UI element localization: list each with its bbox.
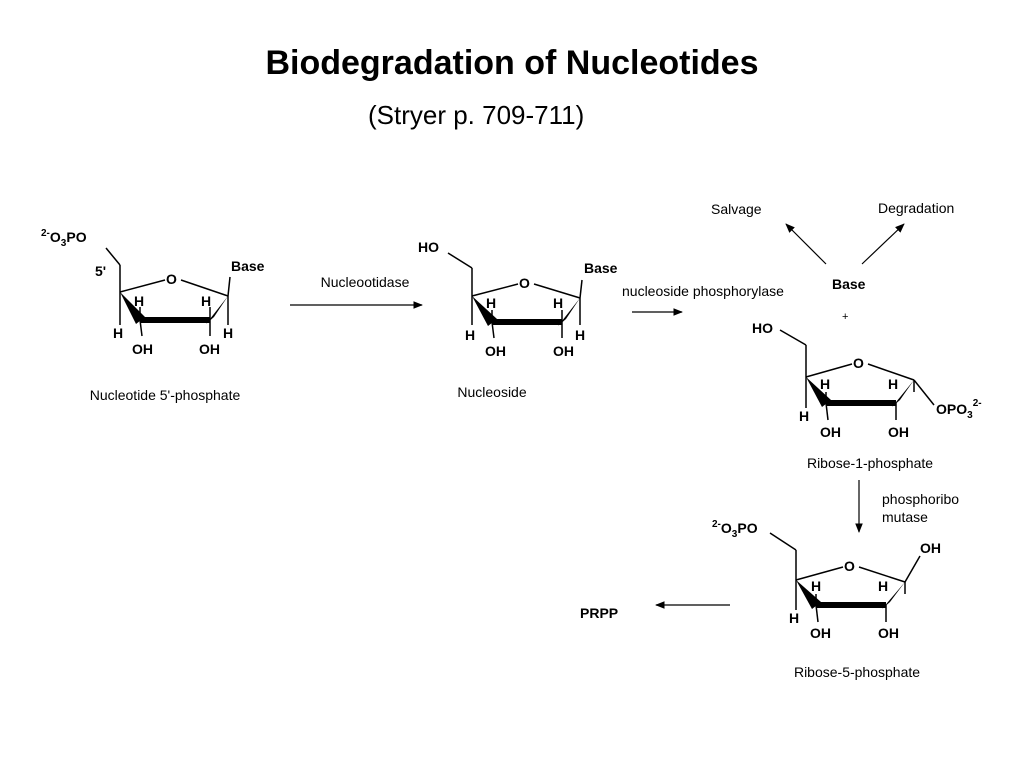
h-atom: H [811, 578, 821, 594]
h-atom: H [888, 376, 898, 392]
salvage-label: Salvage [711, 201, 762, 217]
ring-oxygen: O [853, 355, 864, 371]
h-atom: H [799, 408, 809, 424]
ribose-5-phosphate-structure: O OH H H H OH OH 2-O3PO Ribose-5-phospha… [712, 519, 941, 680]
h-atom: H [134, 293, 144, 309]
enzyme-mutase-line2: mutase [882, 509, 928, 525]
wedge-bond-right [892, 380, 914, 407]
free-base-label: Base [832, 276, 866, 292]
oh-group: OH [888, 424, 909, 440]
oh-group: OH [820, 424, 841, 440]
wedge-bond-left [806, 377, 831, 407]
ring-bonds [779, 329, 935, 421]
five-prime-label: 5' [95, 263, 106, 279]
prpp-label: PRPP [580, 605, 618, 621]
wedge-bond-right [206, 296, 228, 324]
enzyme-nucleotidase: Nucleootidase [321, 274, 410, 290]
plus-sign: + [842, 311, 848, 323]
h-atom: H [201, 293, 211, 309]
oh-group: OH [199, 341, 220, 357]
oh-group: OH [878, 625, 899, 641]
arrow-degradation [861, 223, 905, 265]
oh-group: OH [553, 343, 574, 359]
base-label: Base [231, 258, 265, 274]
page-title: Biodegradation of Nucleotides [265, 44, 759, 82]
ho-group: HO [418, 239, 439, 255]
nucleotide-structure: O Base H H H H OH OH 5' 2-O3PO Nucleotid… [41, 228, 265, 403]
oh-group: OH [485, 343, 506, 359]
ribose-1-phosphate-structure: O HO H H H OH OH OPO32- Ribose-1-phospha… [752, 320, 982, 471]
base-label: Base [584, 260, 618, 276]
wedge-bond-left [472, 296, 497, 326]
wedge-bond-right [558, 298, 580, 326]
ring-bonds [769, 532, 921, 623]
ribose-1-phosphate-label: Ribose-1-phosphate [807, 455, 933, 471]
enzyme-mutase-line1: phosphoribo [882, 491, 959, 507]
ribose-5-phosphate-label: Ribose-5-phosphate [794, 664, 920, 680]
ho-group: HO [752, 320, 773, 336]
wedge-bond-left [796, 580, 821, 609]
oh-group: OH [810, 625, 831, 641]
ring-oxygen: O [166, 271, 177, 287]
h-atom: H [113, 325, 123, 341]
degradation-label: Degradation [878, 200, 954, 216]
h-atom: H [553, 295, 563, 311]
arrow-salvage [785, 223, 827, 265]
nucleotide-label: Nucleotide 5'-phosphate [90, 387, 241, 403]
wedge-bond-right [882, 582, 905, 609]
wedge-bond-left [120, 292, 145, 324]
h-atom: H [575, 327, 585, 343]
oh-group: OH [132, 341, 153, 357]
enzyme-phosphorylase: nucleoside phosphorylase [622, 283, 784, 299]
oh-group: OH [920, 540, 941, 556]
phosphate-group: 2-O3PO [41, 228, 87, 249]
nucleoside-label: Nucleoside [457, 384, 526, 400]
ring-oxygen: O [844, 558, 855, 574]
ring-bonds [105, 247, 231, 337]
h-atom: H [878, 578, 888, 594]
h-atom: H [465, 327, 475, 343]
phosphate-group: 2-O3PO [712, 519, 758, 540]
nucleoside-structure: O Base HO H H H H OH OH Nucleoside [418, 239, 618, 400]
h-atom: H [486, 295, 496, 311]
h-atom: H [820, 376, 830, 392]
h-atom: H [789, 610, 799, 626]
page-subtitle: (Stryer p. 709-711) [368, 100, 585, 130]
ring-oxygen: O [519, 275, 530, 291]
h-atom: H [223, 325, 233, 341]
phosphate-group: OPO32- [936, 398, 982, 421]
